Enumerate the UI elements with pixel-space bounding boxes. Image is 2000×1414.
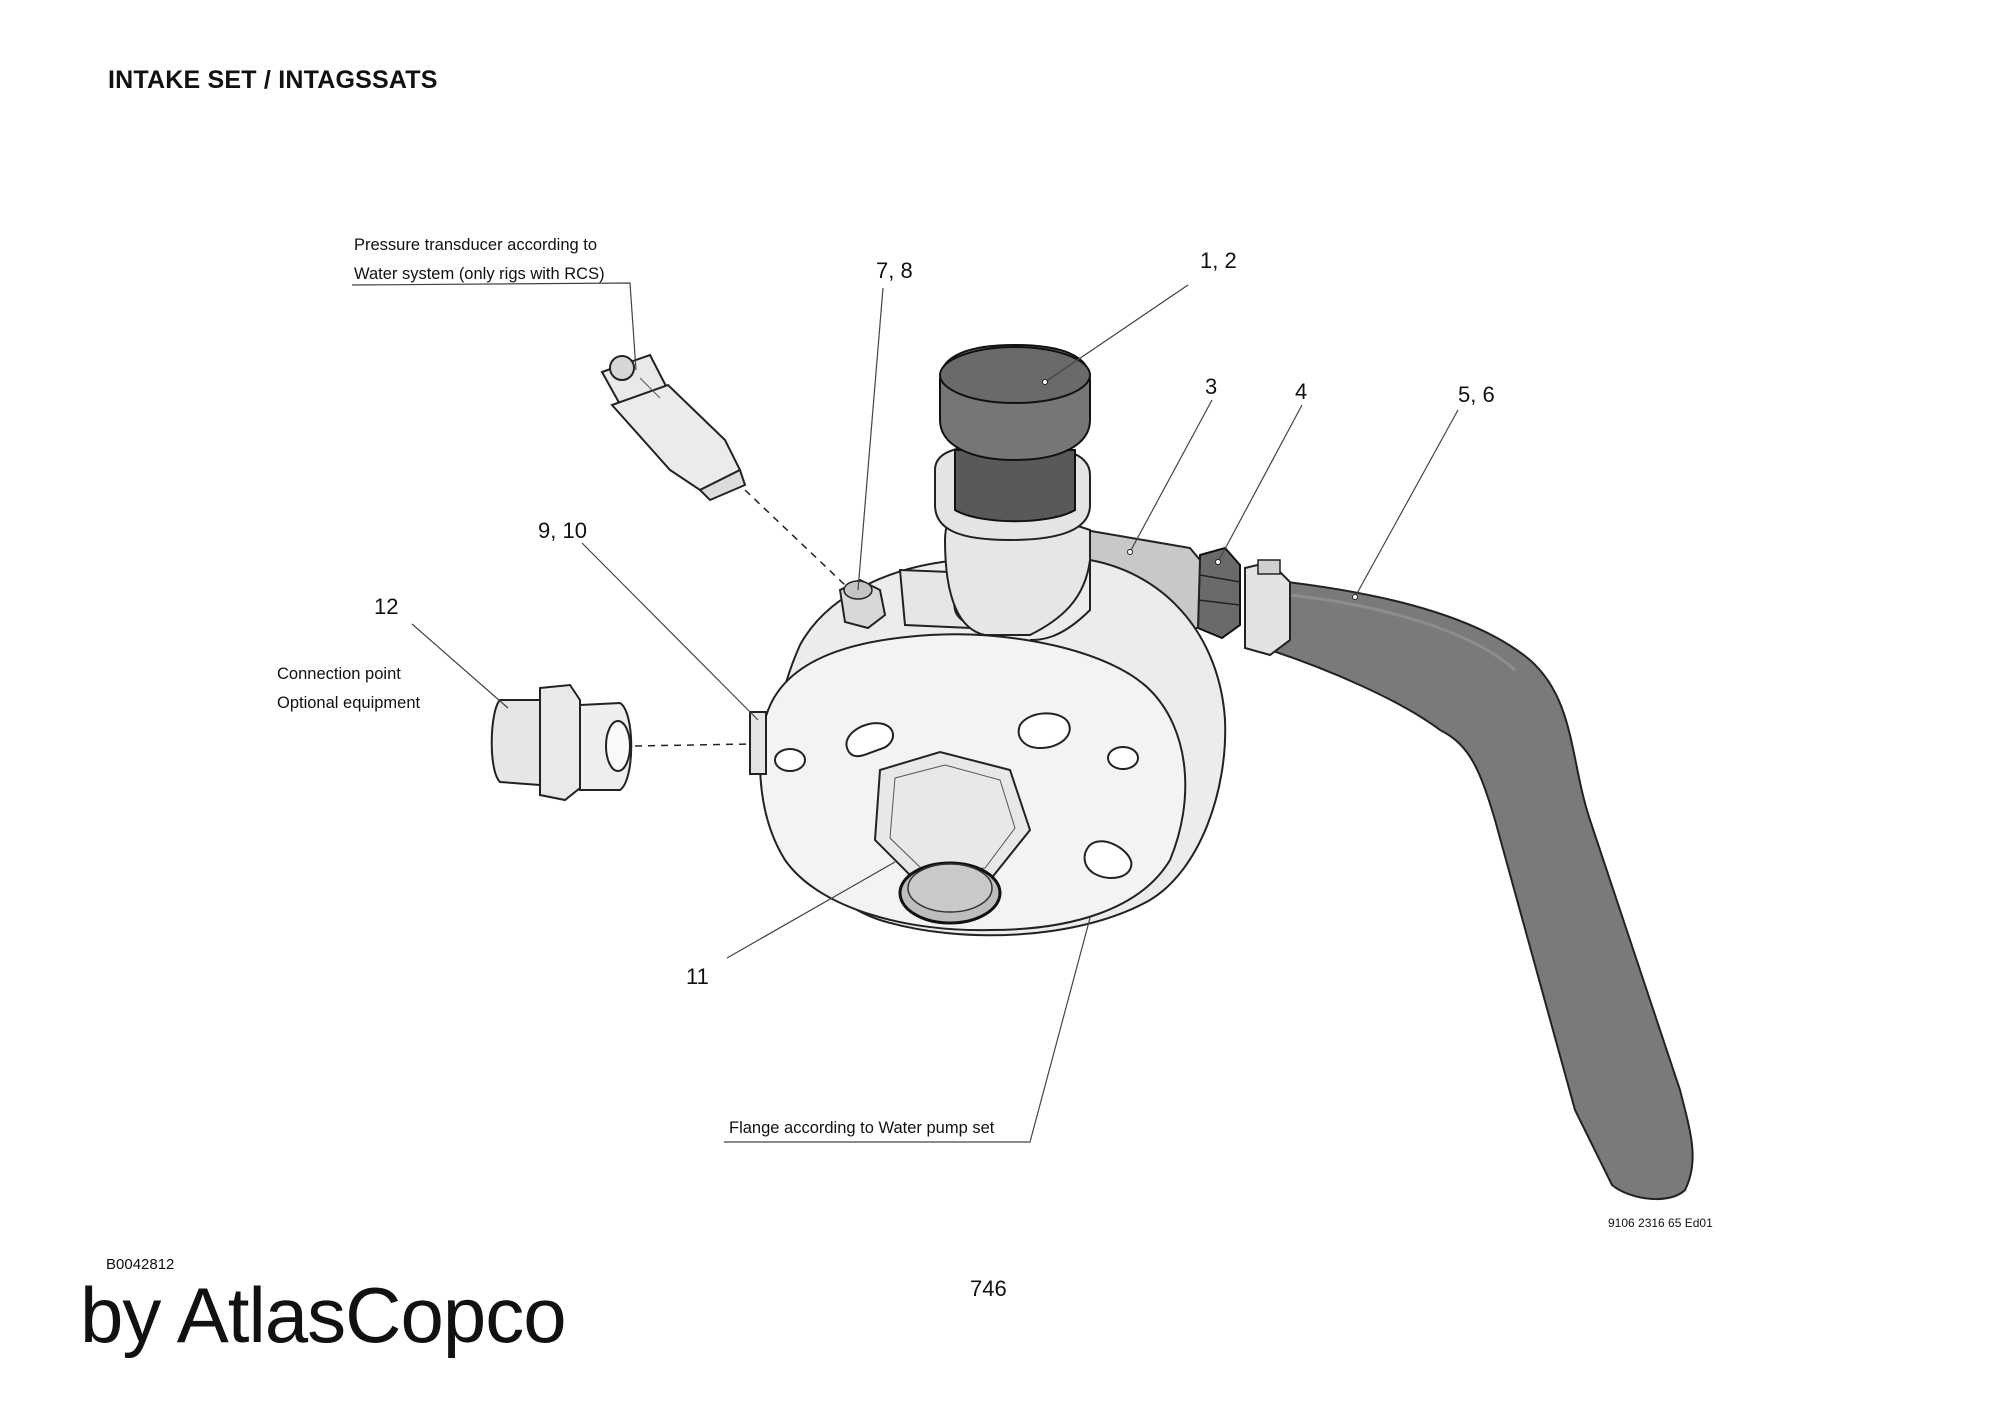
side-fitting xyxy=(749,711,767,775)
callout-9-10: 9, 10 xyxy=(538,518,587,543)
transducer-note: Pressure transducer according to Water s… xyxy=(354,231,605,289)
callout-3: 3 xyxy=(1205,374,1218,399)
page-title: INTAKE SET / INTAGSSATS xyxy=(108,66,438,94)
callout-12: 12 xyxy=(374,594,399,619)
leader-lines xyxy=(351,282,1459,1143)
hose-clamp xyxy=(1196,546,1291,657)
transducer-note-line2: Water system (only rigs with RCS) xyxy=(354,265,605,283)
connection-note: Connection point Optional equipment xyxy=(277,660,420,718)
callout-4: 4 xyxy=(1295,379,1308,404)
intake-elbow xyxy=(934,343,1091,641)
callout-7-8: 7, 8 xyxy=(876,258,913,283)
callout-1-2: 1, 2 xyxy=(1200,248,1237,273)
hex-plug xyxy=(873,750,1032,925)
brand-watermark: by AtlasCopco xyxy=(80,1271,567,1359)
callout-5-6: 5, 6 xyxy=(1458,382,1495,407)
drawing-number: 9106 2316 65 Ed01 xyxy=(1608,1216,1713,1230)
transducer-note-line1: Pressure transducer according to xyxy=(354,236,598,254)
callout-11: 11 xyxy=(686,964,709,989)
pressure-transducer xyxy=(600,353,747,502)
flange-note: Flange according to Water pump set xyxy=(729,1119,995,1137)
hose xyxy=(1269,578,1694,1201)
transducer-dashed-line xyxy=(744,489,846,586)
connection-nipple xyxy=(490,683,633,802)
document-code: B0042812 xyxy=(106,1256,175,1273)
leader-endpoints xyxy=(1042,379,1358,600)
connection-dashed-line xyxy=(634,743,751,747)
page-number: 746 xyxy=(970,1276,1007,1301)
connection-note-line2: Optional equipment xyxy=(277,694,421,712)
connection-note-line1: Connection point xyxy=(277,665,401,683)
